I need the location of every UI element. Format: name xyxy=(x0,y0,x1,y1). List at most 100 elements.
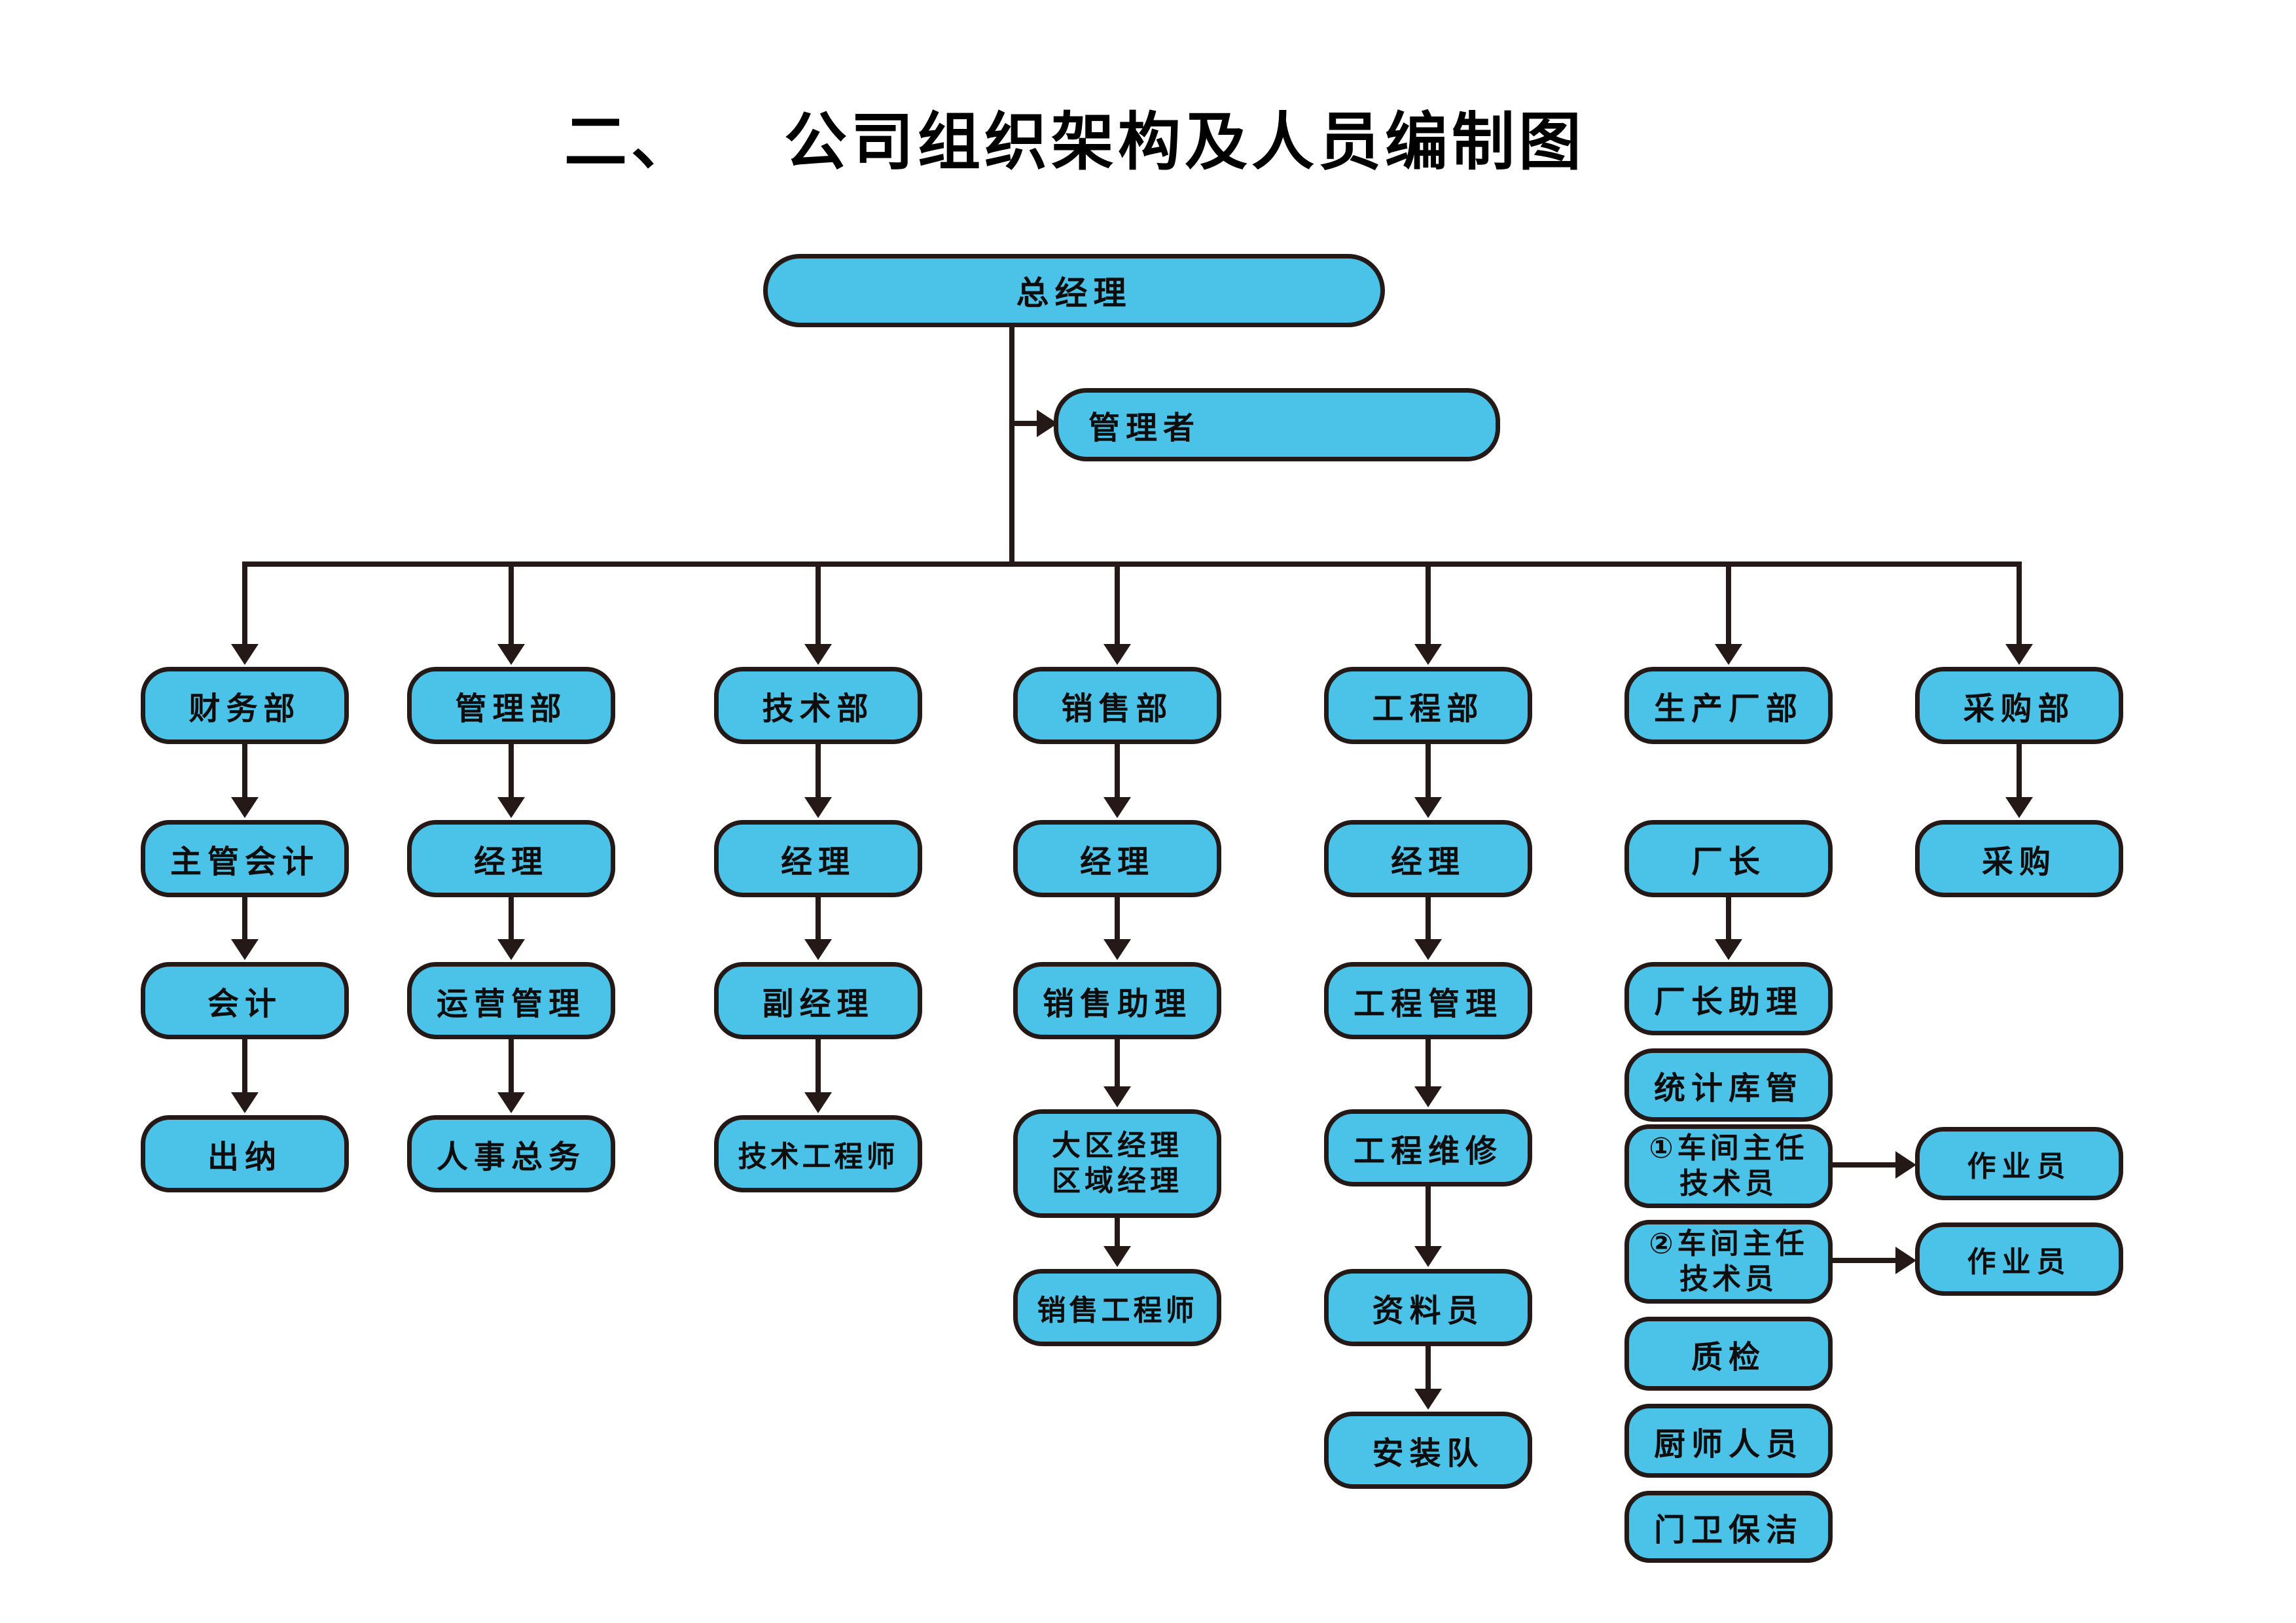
node-admin-dept: 管理部 xyxy=(407,667,615,744)
node-deputy-manager-label: 副经理 xyxy=(762,987,874,1022)
node-sales-dept-label: 销售部 xyxy=(1061,692,1174,726)
node-hr-general-affairs: 人事总务 xyxy=(407,1115,615,1192)
page-title-text: 公司组织架构及人员编制图 xyxy=(784,107,1585,177)
arrowhead-finance-2 xyxy=(231,939,259,960)
arrowhead-admin-2 xyxy=(497,939,525,960)
node-kitchen-staff: 厨师人员 xyxy=(1624,1404,1833,1478)
node-director-assistant: 厂长助理 xyxy=(1624,962,1833,1035)
node-workshop2-line2: 技术员 xyxy=(1679,1263,1778,1295)
node-general-manager-label: 总经理 xyxy=(1016,275,1132,312)
node-tech-engineer-label: 技术工程师 xyxy=(738,1141,899,1173)
node-sales-engineer-label: 销售工程师 xyxy=(1037,1294,1198,1327)
node-cashier: 出纳 xyxy=(141,1115,349,1192)
arrowhead-drop-purchasing xyxy=(2005,644,2033,665)
node-quality-inspection: 质检 xyxy=(1624,1317,1833,1391)
node-operator-2-label: 作业员 xyxy=(1967,1246,2072,1278)
arrowhead-tech-2 xyxy=(804,939,832,960)
node-kitchen-staff-label: 厨师人员 xyxy=(1653,1427,1803,1462)
arrowhead-drop-sales xyxy=(1103,644,1131,665)
arrowhead-engineering-3 xyxy=(1414,1086,1442,1107)
node-purchasing-label: 采购 xyxy=(1981,845,2056,880)
arrowhead-engineering-2 xyxy=(1414,939,1442,960)
node-sales-assistant-label: 销售助理 xyxy=(1042,987,1192,1022)
node-engineering-manager: 经理 xyxy=(1324,820,1532,897)
node-document-clerk-label: 资料员 xyxy=(1372,1294,1484,1329)
node-operator-1-label: 作业员 xyxy=(1967,1150,2072,1183)
node-gate-cleaning: 门卫保洁 xyxy=(1624,1491,1833,1563)
node-engineering-manager-label: 经理 xyxy=(1390,845,1465,880)
arrowhead-manager xyxy=(1037,410,1058,437)
page-title-number: 二、 xyxy=(564,107,698,177)
node-stats-warehouse: 统计库管 xyxy=(1624,1048,1833,1122)
node-installation-team: 安装队 xyxy=(1324,1412,1532,1489)
node-finance-dept-label: 财务部 xyxy=(188,692,301,726)
node-sales-assistant: 销售助理 xyxy=(1013,962,1221,1039)
node-tech-dept-label: 技术部 xyxy=(762,692,874,726)
arrowhead-engineering-4 xyxy=(1414,1246,1442,1267)
node-purchasing: 采购 xyxy=(1915,820,2123,897)
node-workshop2-line1: ②车间主任 xyxy=(1649,1228,1808,1260)
arrowhead-drop-tech xyxy=(804,644,832,665)
node-manager-label: 管理者 xyxy=(1088,411,1201,446)
node-sales-engineer: 销售工程师 xyxy=(1013,1269,1221,1346)
node-sales-manager: 经理 xyxy=(1013,820,1221,897)
node-operator-2: 作业员 xyxy=(1915,1222,2123,1296)
node-cashier-label: 出纳 xyxy=(207,1140,282,1175)
node-factory-director-label: 厂长 xyxy=(1691,845,1766,880)
arrowhead-finance-1 xyxy=(231,797,259,818)
node-quality-inspection-label: 质检 xyxy=(1691,1340,1766,1375)
page-title: 二、 公司组织架构及人员编制图 xyxy=(564,107,1585,177)
arrowhead-admin-1 xyxy=(497,797,525,818)
node-tech-engineer: 技术工程师 xyxy=(714,1115,922,1192)
node-director-assistant-label: 厂长助理 xyxy=(1653,985,1803,1020)
node-stats-warehouse-label: 统计库管 xyxy=(1653,1071,1803,1106)
node-region-managers-line2: 区域经理 xyxy=(1052,1165,1183,1197)
node-hr-general-affairs-label: 人事总务 xyxy=(436,1140,586,1175)
arrowhead-drop-admin xyxy=(497,644,525,665)
arrowhead-drop-engineering xyxy=(1414,644,1442,665)
arrowhead-drop-production xyxy=(1715,644,1742,665)
node-operations-management-label: 运营管理 xyxy=(436,987,586,1022)
node-region-managers-line1: 大区经理 xyxy=(1052,1130,1183,1162)
arrowhead-admin-3 xyxy=(497,1092,525,1113)
arrowhead-workshop1-operator xyxy=(1895,1151,1916,1179)
arrowhead-engineering-1 xyxy=(1414,797,1442,818)
node-chief-accountant: 主管会计 xyxy=(141,820,349,897)
node-workshop1: ①车间主任 技术员 xyxy=(1624,1124,1833,1208)
node-sales-dept: 销售部 xyxy=(1013,667,1221,744)
arrowhead-drop-finance xyxy=(231,644,259,665)
node-sales-manager-label: 经理 xyxy=(1079,845,1155,880)
node-operator-1: 作业员 xyxy=(1915,1127,2123,1200)
node-installation-team-label: 安装队 xyxy=(1372,1436,1484,1471)
node-purchasing-dept: 采购部 xyxy=(1915,667,2123,744)
node-accountant-label: 会计 xyxy=(207,987,282,1022)
node-purchasing-dept-label: 采购部 xyxy=(1963,692,2075,726)
arrowhead-sales-2 xyxy=(1103,939,1131,960)
node-manager: 管理者 xyxy=(1054,388,1500,461)
node-project-management-label: 工程管理 xyxy=(1353,987,1503,1022)
arrowhead-workshop2-operator xyxy=(1895,1247,1916,1274)
node-workshop2: ②车间主任 技术员 xyxy=(1624,1220,1833,1304)
node-engineering-dept: 工程部 xyxy=(1324,667,1532,744)
node-engineering-maintenance: 工程维修 xyxy=(1324,1109,1532,1186)
node-accountant: 会计 xyxy=(141,962,349,1039)
node-operations-management: 运营管理 xyxy=(407,962,615,1039)
arrowhead-tech-1 xyxy=(804,797,832,818)
node-finance-dept: 财务部 xyxy=(141,667,349,744)
node-engineering-maintenance-label: 工程维修 xyxy=(1353,1134,1503,1169)
node-workshop1-line1: ①车间主任 xyxy=(1649,1132,1808,1165)
node-workshop1-line2: 技术员 xyxy=(1679,1168,1778,1200)
node-chief-accountant-label: 主管会计 xyxy=(170,845,319,880)
node-tech-dept: 技术部 xyxy=(714,667,922,744)
node-tech-manager: 经理 xyxy=(714,820,922,897)
arrowhead-engineering-5 xyxy=(1414,1389,1442,1410)
node-gate-cleaning-label: 门卫保洁 xyxy=(1653,1513,1803,1548)
node-factory-director: 厂长 xyxy=(1624,820,1833,897)
arrowhead-finance-3 xyxy=(231,1092,259,1113)
node-admin-dept-label: 管理部 xyxy=(455,692,567,726)
node-document-clerk: 资料员 xyxy=(1324,1269,1532,1346)
arrowhead-sales-1 xyxy=(1103,797,1131,818)
node-project-management: 工程管理 xyxy=(1324,962,1532,1039)
